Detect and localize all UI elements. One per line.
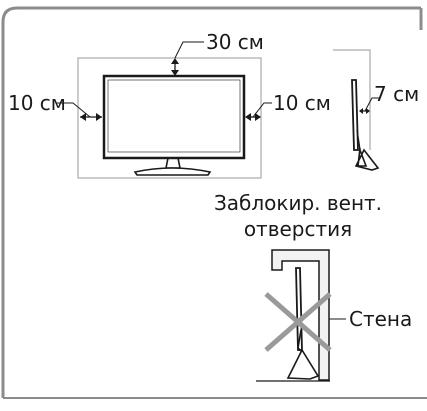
blocked-vents-line2: отверстия [244,217,352,241]
rear-arrow-head-l [359,108,363,114]
monitor-stand-base [133,167,212,176]
monitor-front [102,74,246,160]
monitor-stand-neck [165,157,181,169]
enclosed-monitor-stand [286,329,320,380]
wall-enclosure-view: Стена [256,249,412,382]
outer-frame [1,6,421,398]
right-leader [252,102,272,118]
front-view: 30 см 10 см 10 см [8,30,331,179]
monitor-screen [107,79,241,153]
rear-leader [364,97,380,112]
rear-clearance-label: 7 см [374,82,419,106]
left-clearance-label: 10 см [8,91,66,115]
left-leader [56,102,91,118]
monitor-side-profile [351,79,359,151]
cross-line-2 [264,292,332,352]
right-arrow-head-l [245,113,251,121]
monitor-side-stand [354,147,380,171]
side-view: 7 см [333,49,419,171]
side-clearance-line [333,49,371,150]
left-arrow-head-r [96,113,102,121]
right-arrow-head-r [255,113,261,121]
top-arrow-head-up [171,58,179,64]
right-clearance-label: 10 см [273,91,331,115]
blocked-vents-line1: Заблокир. вент. [214,191,382,215]
left-arrow-head-l [80,113,86,121]
top-clearance-label: 30 см [206,30,264,54]
top-leader [174,41,204,59]
monitor-side-neck [356,129,361,151]
rear-arrow-head-r [366,108,370,114]
wall-label: Стена [349,307,412,331]
clearance-box [77,57,262,179]
top-arrow-head-down [171,70,179,76]
